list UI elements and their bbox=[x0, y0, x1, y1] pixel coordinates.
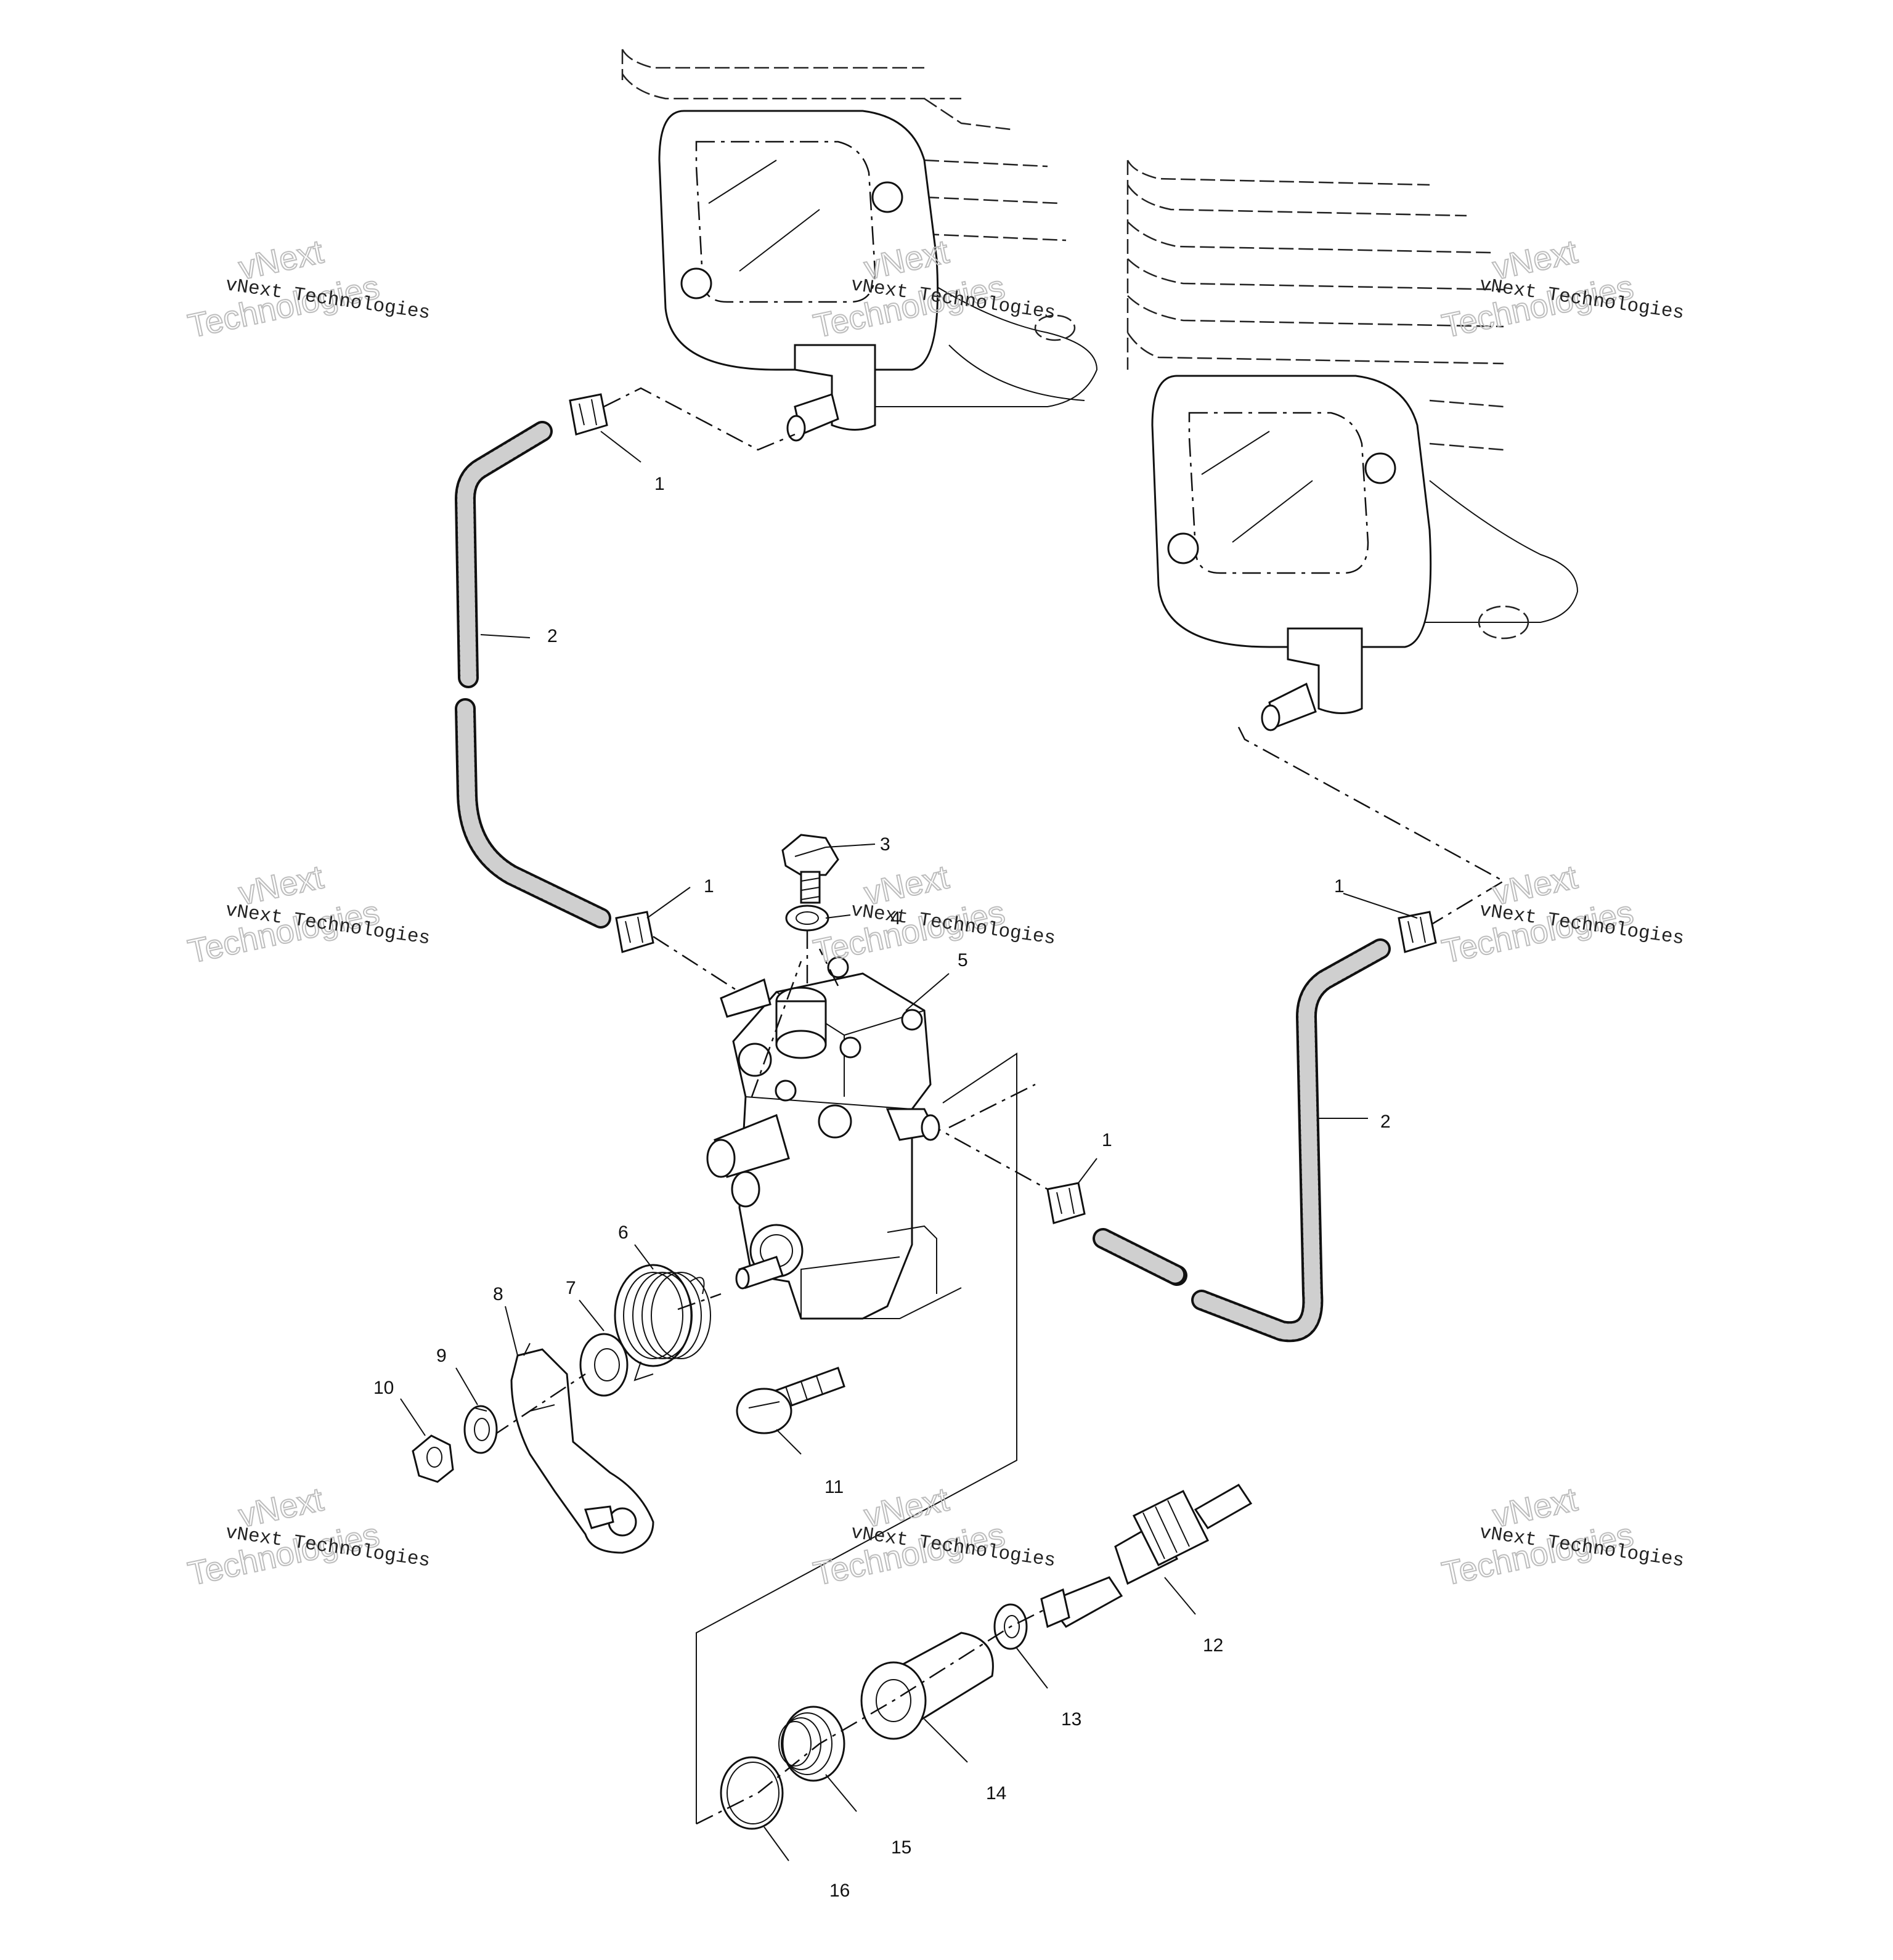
callout-16: 16 bbox=[829, 1881, 850, 1901]
callout-1: 1 bbox=[1102, 1130, 1112, 1150]
clamp-1-top bbox=[569, 393, 608, 436]
bushing bbox=[860, 1632, 994, 1740]
callout-6: 6 bbox=[618, 1222, 629, 1243]
hose-left bbox=[455, 421, 611, 929]
oil-pump bbox=[706, 956, 940, 1320]
callout-15: 15 bbox=[891, 1837, 911, 1858]
clamp-1-right bbox=[1398, 911, 1437, 953]
watermark-8: vNext Technologies vNext Technologies bbox=[810, 1480, 1057, 1593]
callout-1: 1 bbox=[1334, 876, 1345, 897]
callout-5: 5 bbox=[958, 950, 968, 970]
callout-8: 8 bbox=[493, 1284, 503, 1304]
lock-washer bbox=[463, 1405, 498, 1454]
callout-13: 13 bbox=[1061, 1709, 1081, 1730]
flat-washer bbox=[579, 1333, 629, 1397]
callout-14: 14 bbox=[986, 1783, 1006, 1803]
watermark-3: vNext Technologies vNext Technologies bbox=[1438, 232, 1685, 346]
pump-drive-shaft bbox=[1040, 1484, 1253, 1629]
callout-2: 2 bbox=[547, 626, 558, 646]
leader-lines bbox=[400, 431, 1418, 1861]
callout-2: 2 bbox=[1380, 1112, 1391, 1132]
sealing-washer bbox=[785, 905, 829, 932]
callouts: 1 2 3 1 4 5 1 2 1 6 7 8 9 10 11 12 13 14… bbox=[373, 474, 1391, 1901]
callout-9: 9 bbox=[436, 1346, 447, 1366]
watermark-9: vNext Technologies vNext Technologies bbox=[1438, 1480, 1685, 1593]
oil-seal bbox=[778, 1706, 845, 1782]
callout-7: 7 bbox=[566, 1278, 576, 1298]
callout-1: 1 bbox=[704, 876, 714, 897]
watermark-7: vNext Technologies vNext Technologies bbox=[184, 1480, 431, 1593]
mounting-screw bbox=[736, 1367, 845, 1434]
watermark-4: vNext Technologies vNext Technologies bbox=[184, 858, 431, 971]
cylinder-right bbox=[1126, 160, 1579, 731]
callout-4: 4 bbox=[890, 908, 901, 929]
banjo-bolt bbox=[781, 834, 839, 904]
watermark-5: vNext Technologies vNext Technologies bbox=[810, 858, 1057, 971]
control-lever bbox=[510, 1343, 654, 1554]
callout-11: 11 bbox=[824, 1477, 844, 1497]
callout-10: 10 bbox=[373, 1378, 394, 1398]
return-spring bbox=[614, 1264, 711, 1381]
clamp-1-lower bbox=[1046, 1182, 1086, 1224]
o-ring bbox=[720, 1756, 784, 1830]
watermark-1: vNext Technologies vNext Technologies bbox=[184, 232, 431, 346]
clamp-1-mid bbox=[615, 911, 654, 953]
callout-12: 12 bbox=[1203, 1635, 1223, 1656]
hex-nut bbox=[412, 1434, 454, 1483]
cylinder-left bbox=[621, 49, 1098, 442]
callout-3: 3 bbox=[880, 834, 890, 855]
callout-1: 1 bbox=[654, 474, 665, 494]
watermark-6: vNext Technologies vNext Technologies bbox=[1438, 858, 1685, 971]
hose-right bbox=[1093, 938, 1391, 1343]
